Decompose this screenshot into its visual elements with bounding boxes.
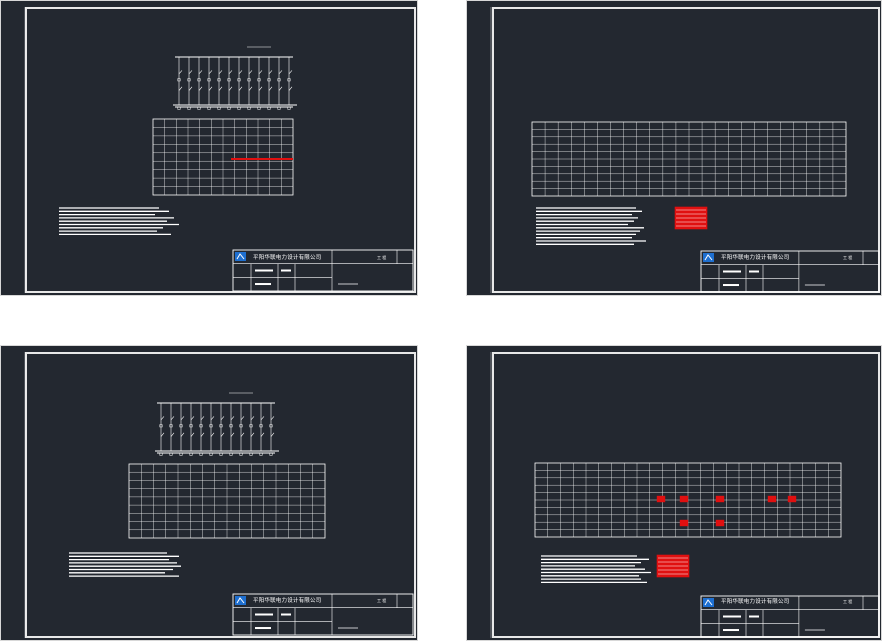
single-line-diagram bbox=[24, 352, 414, 638]
title-block-mark: 工 程 bbox=[377, 598, 387, 603]
single-line-diagram bbox=[24, 7, 414, 293]
logo-mark-icon bbox=[236, 253, 245, 260]
company-logo-icon bbox=[703, 253, 714, 262]
single-line-diagram bbox=[490, 7, 880, 293]
logo-mark-icon bbox=[704, 254, 713, 261]
sheet-border bbox=[492, 352, 880, 638]
sheet-border bbox=[25, 7, 416, 293]
title-block-company: 平阳华联电力设计有限公司 bbox=[721, 255, 790, 261]
logo-mark-icon bbox=[236, 597, 245, 604]
title-block-company: 平阳华联电力设计有限公司 bbox=[721, 599, 790, 605]
drawing-sheet-2[interactable]: 平阳华联电力设计有限公司 工 程 bbox=[466, 0, 882, 296]
company-logo-icon bbox=[235, 252, 246, 261]
drawing-sheet-1[interactable]: 平阳华联电力设计有限公司 工 程 bbox=[0, 0, 418, 296]
drawing-sheet-3[interactable]: 平阳华联电力设计有限公司 工 程 bbox=[0, 345, 418, 641]
company-logo-icon bbox=[703, 598, 714, 607]
title-block-company: 平阳华联电力设计有限公司 bbox=[253, 255, 322, 261]
logo-mark-icon bbox=[704, 599, 713, 606]
title-block-company: 平阳华联电力设计有限公司 bbox=[253, 598, 322, 604]
sheet-border bbox=[25, 352, 416, 638]
sheet-border bbox=[492, 7, 880, 293]
single-line-diagram bbox=[490, 352, 880, 638]
title-block-mark: 工 程 bbox=[377, 255, 387, 260]
drawing-sheet-4[interactable]: 平阳华联电力设计有限公司 工 程 bbox=[466, 345, 882, 641]
title-block-mark: 工 程 bbox=[843, 255, 853, 260]
title-block-mark: 工 程 bbox=[843, 599, 853, 604]
company-logo-icon bbox=[235, 596, 246, 605]
